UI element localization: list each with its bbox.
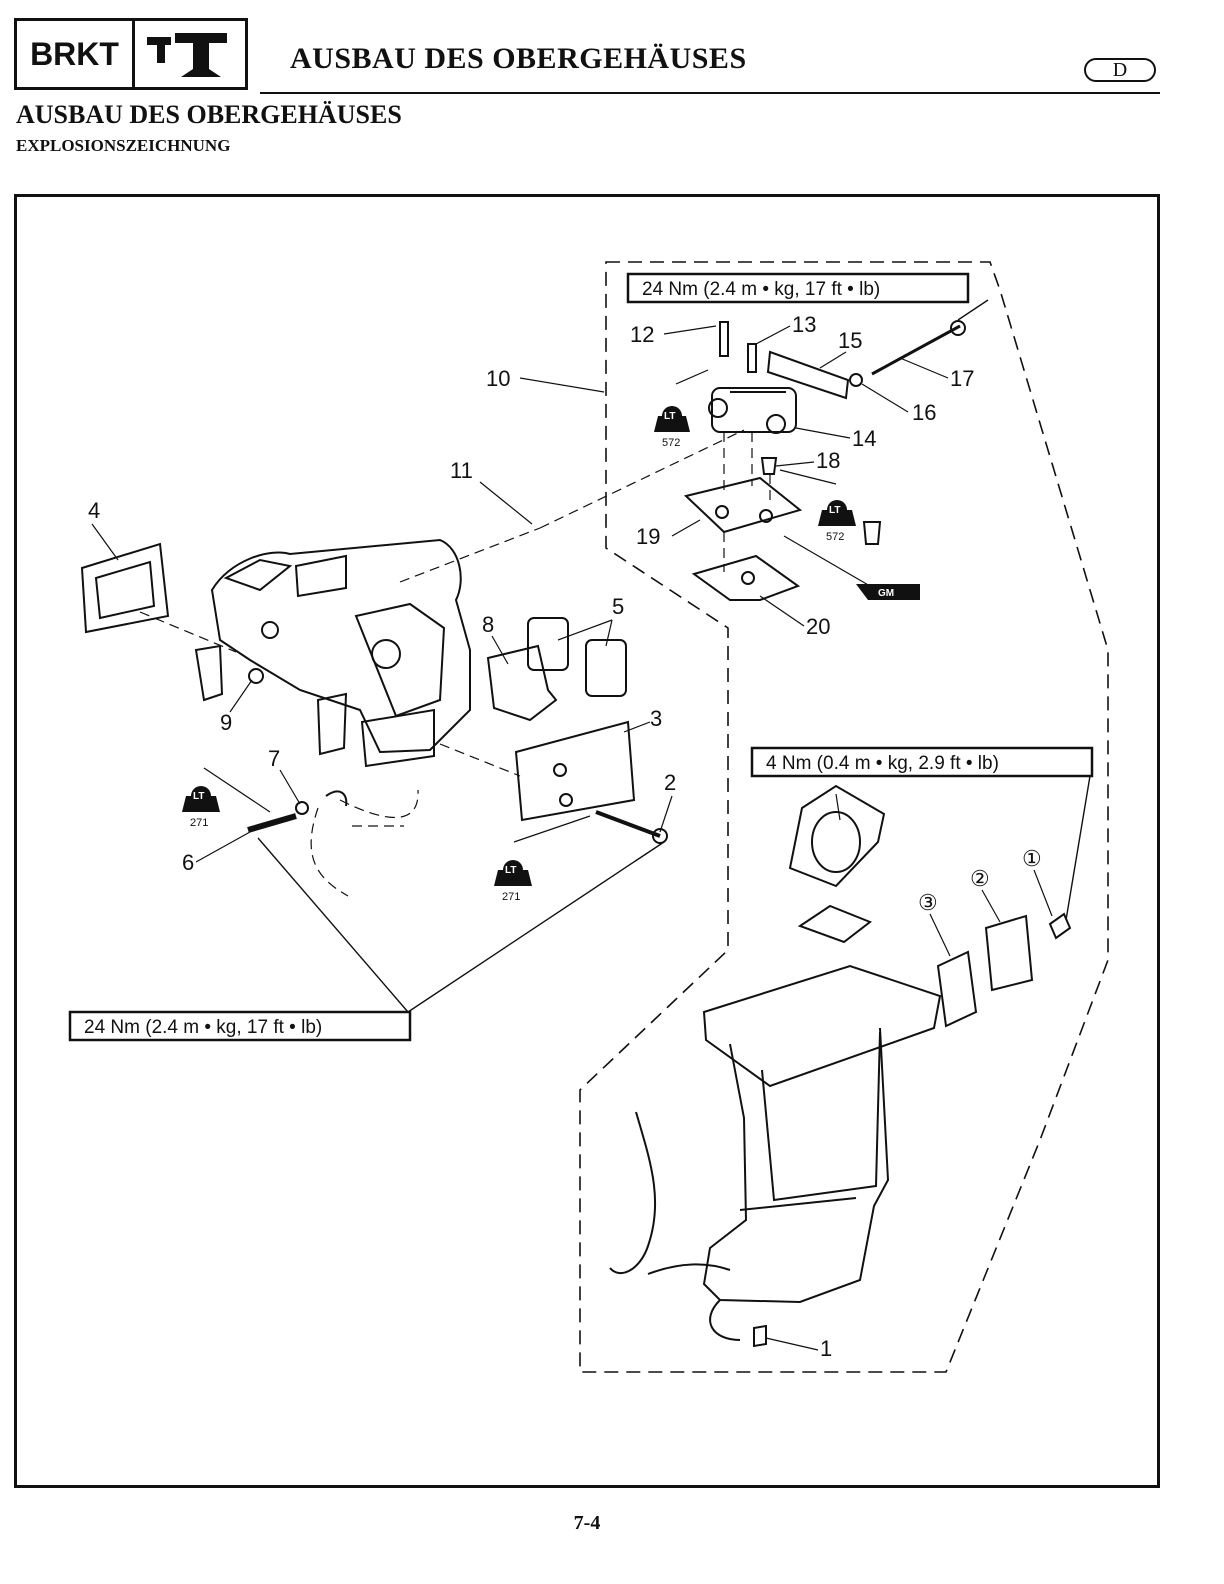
callout-17: 17	[950, 366, 974, 391]
callout-16: 16	[912, 400, 936, 425]
callout-2: 2	[664, 770, 676, 795]
callout-14: 14	[852, 426, 876, 451]
callout-20: 20	[806, 614, 830, 639]
torque-label-lower-left: 24 Nm (2.4 m • kg, 17 ft • lb)	[84, 1017, 322, 1038]
lt-label-572-b: LT 572	[780, 470, 856, 543]
lt-icon-text: LT	[505, 865, 516, 876]
lower-casing	[610, 786, 1070, 1346]
callout-3: 3	[650, 706, 662, 731]
torque-label-upper: 24 Nm (2.4 m • kg, 17 ft • lb)	[642, 279, 880, 300]
callout-19: 19	[636, 524, 660, 549]
lt-icon-text: LT	[664, 411, 675, 422]
torque-spec-lower-left: 24 Nm (2.4 m • kg, 17 ft • lb)	[70, 1012, 410, 1040]
callout-circled-2: ②	[970, 866, 990, 891]
lt-code: 572	[662, 437, 680, 449]
callout-6: 6	[182, 850, 194, 875]
callout-11: 11	[450, 458, 473, 483]
callout-13: 13	[792, 312, 816, 337]
callouts: 1 2 3 4 5 6 7 8 9 10 11 12 13 14 15 16 1…	[88, 312, 1042, 1361]
torque-spec-upper: 24 Nm (2.4 m • kg, 17 ft • lb)	[628, 274, 968, 302]
lt-code: 271	[502, 891, 520, 903]
callout-8: 8	[482, 612, 494, 637]
lt-label-271-a: LT 271	[182, 768, 270, 829]
callout-circled-1: ①	[1022, 846, 1042, 871]
gm-label: GM	[878, 588, 894, 599]
page-number: 7-4	[0, 1512, 1174, 1535]
torque-leader-left	[258, 838, 408, 1012]
callout-circled-3: ③	[918, 890, 938, 915]
lt-code: 271	[190, 817, 208, 829]
lt-code: 572	[826, 531, 844, 543]
callout-1: 1	[820, 1336, 832, 1361]
callout-4: 4	[88, 498, 100, 523]
assembly-guides-upper	[400, 430, 770, 582]
callout-10: 10	[486, 366, 510, 391]
lt-icon-text: LT	[829, 505, 840, 516]
callout-18: 18	[816, 448, 840, 473]
callout-15: 15	[838, 328, 862, 353]
callout-7: 7	[268, 746, 280, 771]
callout-leaders	[92, 326, 1052, 1350]
torque-leader-right	[408, 842, 664, 1012]
torque-label-lower-right: 4 Nm (0.4 m • kg, 2.9 ft • lb)	[766, 753, 999, 774]
steering-bracket-assembly	[82, 540, 667, 843]
gm-grease-label: GM	[784, 536, 920, 600]
lt-label-572-a: LT 572	[654, 370, 708, 449]
torque-spec-lower-right: 4 Nm (0.4 m • kg, 2.9 ft • lb)	[752, 748, 1092, 776]
callout-12: 12	[630, 322, 654, 347]
callout-9: 9	[220, 710, 232, 735]
lt-label-271-b: LT 271	[494, 816, 590, 903]
lt-icon-text: LT	[193, 791, 204, 802]
callout-5: 5	[612, 594, 624, 619]
